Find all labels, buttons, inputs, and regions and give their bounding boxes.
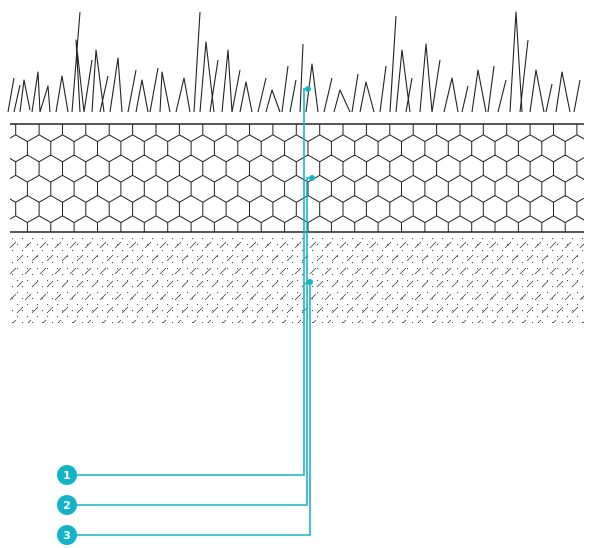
anchor-dot-2 bbox=[309, 175, 315, 181]
gravel-layer bbox=[10, 123, 584, 233]
anchor-dot-1 bbox=[305, 86, 311, 92]
grass-layer bbox=[7, 11, 581, 113]
callout-markers: 1 2 3 bbox=[57, 465, 77, 545]
callout-number: 3 bbox=[63, 529, 71, 542]
hexagon-pattern bbox=[10, 124, 584, 232]
callout-1: 1 bbox=[57, 465, 77, 485]
callout-number: 2 bbox=[63, 499, 71, 512]
anchor-dot-3 bbox=[307, 279, 313, 285]
callout-2: 2 bbox=[57, 495, 77, 515]
leader-lines bbox=[74, 86, 315, 536]
callout-number: 1 bbox=[63, 469, 71, 482]
callout-3: 3 bbox=[57, 525, 77, 545]
subsoil-layer bbox=[10, 238, 584, 323]
